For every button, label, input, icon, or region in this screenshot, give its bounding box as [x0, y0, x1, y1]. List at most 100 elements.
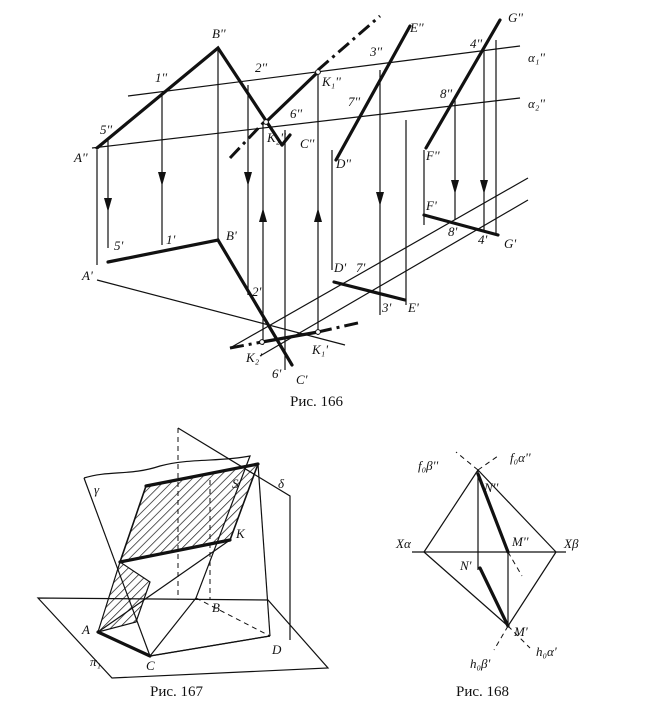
- delta-front-edge: [257, 463, 271, 637]
- f0b-trace: [477, 469, 557, 553]
- label-s: S: [232, 476, 239, 491]
- label-5-p: 5': [114, 238, 124, 253]
- dashed-m: [507, 551, 523, 577]
- arrow-down-6: [480, 180, 488, 194]
- line-a: [96, 630, 152, 658]
- plane-delta-edge: [177, 427, 291, 640]
- k1-front-point: [315, 69, 321, 75]
- alpha1-trace: [127, 45, 521, 97]
- triangle-top: [106, 238, 294, 367]
- label-c-pp: C'': [300, 136, 314, 151]
- label-6-p: 6': [272, 366, 282, 381]
- arrow-up-2: [314, 208, 322, 222]
- label-f0a: f₀α'': [510, 450, 531, 465]
- line-nm-front: [476, 472, 510, 554]
- arrow-down-3: [244, 172, 252, 186]
- horizontal-trace-2: [229, 177, 529, 349]
- label-d-pp: D'': [335, 156, 351, 171]
- h0a-trace: [507, 551, 557, 627]
- line-fg-top: [422, 213, 500, 237]
- label-e-p: E': [407, 300, 419, 315]
- label-8-p: 8': [448, 224, 458, 239]
- line-c-d: [149, 635, 271, 657]
- intersection-upper: [144, 462, 260, 488]
- line-de-front: [334, 24, 412, 162]
- label-d-p: D': [333, 260, 346, 275]
- line-k1-front: [317, 14, 381, 72]
- label-5-pp: 5'': [100, 122, 112, 137]
- plane-pi1: [36, 597, 330, 679]
- figure-166: B'' E'' G'' 1'' 2'' 3'' 4'' K₁'' α₁'' α₂…: [73, 10, 545, 410]
- label-g-p: G': [504, 236, 516, 251]
- label-pi1: π₁: [90, 654, 101, 669]
- caption-167: Рис. 167: [150, 684, 204, 700]
- label-k2-p: K₂': [245, 350, 262, 365]
- label-alpha2: α₂'': [528, 96, 545, 111]
- triangle-abc-front: [95, 45, 284, 150]
- intersection-top: [260, 330, 320, 344]
- label-k: K: [235, 526, 246, 541]
- k2-top-dash: [229, 340, 263, 350]
- label-g-pp: G'': [508, 10, 523, 25]
- label-c: C: [146, 658, 155, 673]
- label-b: B: [212, 600, 220, 615]
- label-npp: N'': [483, 480, 498, 495]
- line-fg-front: [424, 18, 502, 150]
- figure-167: γ δ S K B A C D π₁ Рис. 167: [36, 427, 330, 700]
- h0b-ext: [493, 625, 509, 651]
- label-d: D: [271, 642, 282, 657]
- label-b-p: B': [226, 228, 237, 243]
- triangle-bc-front: [280, 133, 292, 147]
- label-gamma: γ: [94, 482, 100, 497]
- label-3-pp: 3'': [369, 44, 382, 59]
- hatched-region-lower: [97, 561, 151, 633]
- intersection-sk-lower: [118, 538, 232, 564]
- label-xa: Xα: [395, 536, 412, 551]
- label-1-p: 1': [166, 232, 176, 247]
- label-f0b: f₀β'': [418, 458, 438, 473]
- label-mp: M': [513, 624, 528, 639]
- label-7-p: 7': [356, 260, 366, 275]
- arrow-down-1: [104, 198, 112, 212]
- f0b-ext: [455, 451, 479, 471]
- line-nm-top: [478, 566, 510, 628]
- label-a-pp: A'': [73, 150, 88, 165]
- arrow-down-2: [158, 172, 166, 186]
- label-f-pp: F'': [425, 148, 440, 163]
- figure-168: f₀β'' f₀α'' N'' M'' Xα Xβ N' M' h₀β' h₀α…: [395, 450, 579, 700]
- horizontal-trace-3: [259, 199, 529, 357]
- label-c-p: C': [296, 372, 308, 387]
- label-k2-pp: K₂'': [266, 130, 286, 145]
- label-4-pp: 4'': [470, 36, 482, 51]
- hidden-b-d: [195, 597, 271, 637]
- label-1-pp: 1'': [155, 70, 167, 85]
- label-k1-p: K₁': [311, 342, 328, 357]
- label-8-pp: 8'': [440, 86, 452, 101]
- h0b-trace: [423, 551, 509, 627]
- k1-top-dash: [317, 320, 363, 334]
- label-2-p: 2': [252, 284, 262, 299]
- arrow-up-1: [259, 208, 267, 222]
- arrow-down-5: [451, 180, 459, 194]
- arrow-down-4: [376, 192, 384, 206]
- f0a-trace: [423, 469, 479, 553]
- label-2-pp: 2'': [255, 60, 267, 75]
- line-ak: [97, 539, 231, 633]
- label-h0b: h₀β': [470, 656, 490, 671]
- label-a-p: A': [81, 268, 93, 283]
- label-7-pp: 7'': [348, 94, 360, 109]
- gamma-left-edge: [83, 477, 151, 657]
- label-b-pp: B'': [212, 26, 226, 41]
- label-mpp: M'': [511, 534, 529, 549]
- line-k2-front: [228, 118, 268, 160]
- plane-gamma: [83, 455, 251, 657]
- f0a-ext: [477, 455, 499, 471]
- caption-168: Рис. 168: [456, 684, 509, 700]
- label-np: N': [459, 558, 472, 573]
- label-e-pp: E'': [409, 20, 424, 35]
- label-6-pp: 6'': [290, 106, 302, 121]
- k2-front-point: [263, 119, 269, 125]
- label-f-p: F': [425, 198, 437, 213]
- label-delta: δ: [278, 476, 285, 491]
